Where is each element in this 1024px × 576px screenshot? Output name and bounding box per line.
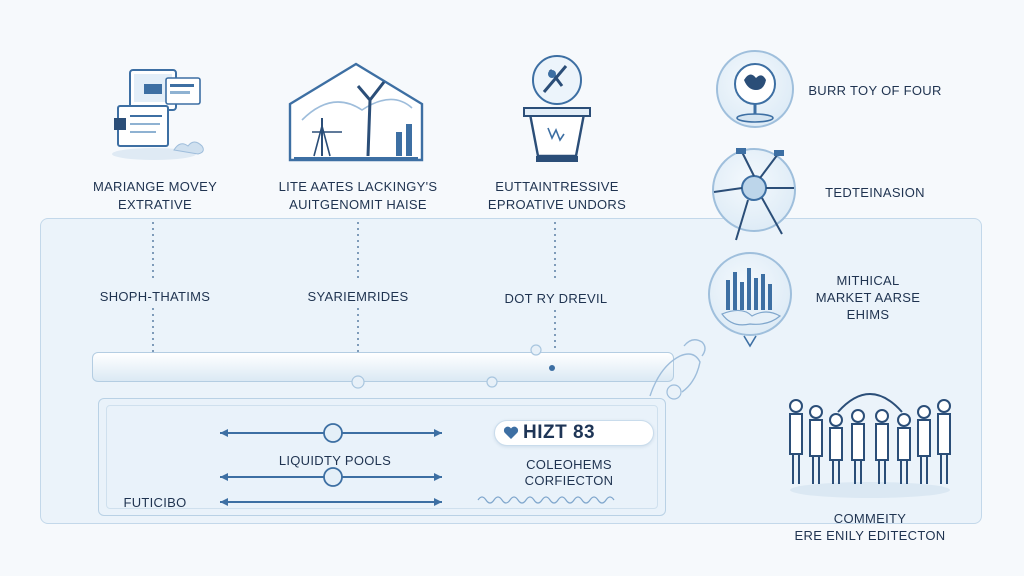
collection-line1: COLEOHEMS [526,457,612,472]
liquidity-pools-title: LIQUIDTY POOLS [278,453,392,468]
house-energy-icon [288,62,424,162]
mid-label-2: SYARIEMRIDES [307,289,409,304]
mid-label-1: SHOPH-THATIMS [99,289,211,304]
right-item-3-line2: MARKET AARSE [815,290,921,305]
community-line1: COMMEITY [833,511,907,526]
top-item-2-line2: AUITGENOMIT HAISE [289,197,427,212]
globe-icon [734,63,776,123]
right-item-2: TEDTEINASION [825,185,925,200]
channel-bar [92,352,674,382]
community-line2: ERE ENILY EDITECTON [794,528,946,543]
top-item-2-line1: LITE AATES LACKINGY'S [278,179,438,194]
badge-text: HIZT 83 [523,422,596,443]
top-item-1-line1: MARIANGE MOVEY [92,179,218,194]
right-item-3-line1: MITHICAL [836,273,900,288]
right-item-3-line3: EHIMS [846,307,890,322]
liquidity-panel [98,398,666,516]
right-item-1: BURR TOY OF FOUR [808,83,942,98]
community-people-icon [789,393,951,498]
pools-left-label: FUTICIBO [123,495,187,510]
top-item-3-line2: EPROATIVE UNDORS [487,197,627,212]
score-badge: HIZT 83 [494,420,654,446]
bar-chart-icon [721,268,782,348]
collection-line2: CORFIECTON [524,473,614,488]
mid-label-3: DOT RY DREVIL [504,291,608,306]
top-item-3-line1: EUTTAINTRESSIVE [495,179,619,194]
network-icon [713,148,794,241]
heart-icon [503,426,519,439]
documents-icon [112,69,204,160]
lab-globe-icon [523,55,591,162]
liquidity-panel-inner [106,405,658,509]
top-item-1-line2: EXTRATIVE [118,197,192,212]
